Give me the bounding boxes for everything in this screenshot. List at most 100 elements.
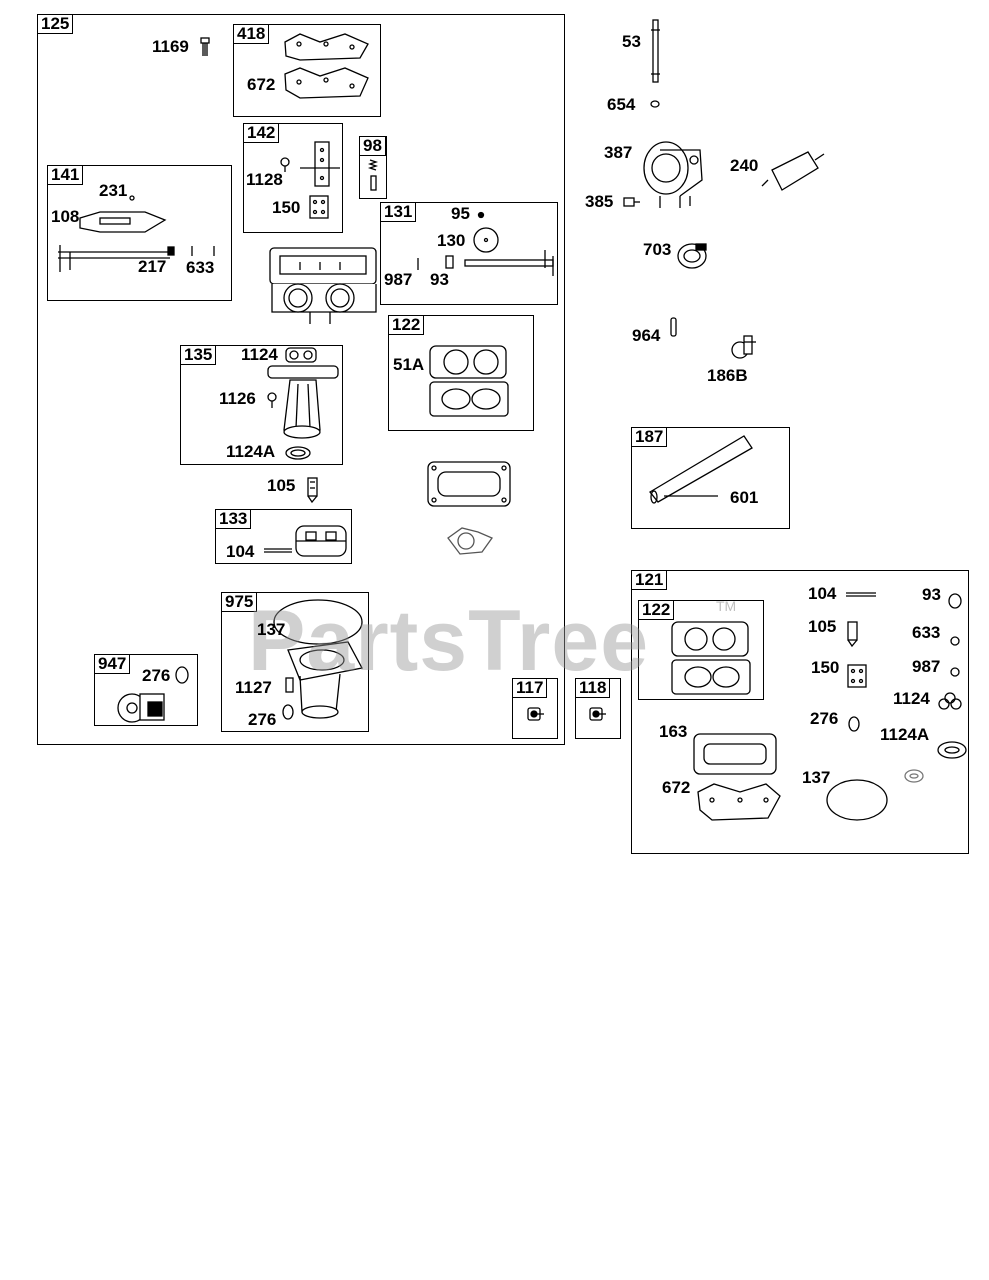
assembly-142-box: 142 [243, 123, 343, 233]
part-label: 276 [810, 709, 839, 728]
pin-964-icon [670, 317, 677, 337]
box-tag: 418 [233, 24, 270, 44]
box-tag: 947 [94, 654, 131, 674]
part-label: 1124 [241, 345, 278, 364]
box-tag: 125 [37, 14, 74, 34]
assembly-125-box: 125 [37, 14, 565, 745]
part-label: 108 [51, 207, 80, 226]
box-tag: 135 [180, 345, 217, 365]
plate-icon [427, 461, 511, 507]
part-label: 93 [922, 585, 941, 604]
part-label: 633 [912, 623, 941, 642]
assembly-133-box: 133 [215, 509, 352, 564]
gasket-672-icon [284, 67, 369, 99]
part-label: 93 [430, 270, 449, 289]
lever-141-icon [58, 195, 215, 272]
part-label: 1126 [219, 389, 256, 408]
gasket-icon [447, 527, 493, 555]
float-135-icon [267, 347, 339, 460]
part-label: 217 [138, 257, 167, 276]
part-label: 1124A [226, 442, 276, 461]
part-label: 137 [257, 620, 286, 639]
part-label: 186B [707, 366, 748, 385]
tube-187-icon [649, 435, 753, 504]
washer-icon [904, 769, 924, 783]
shaft-131-icon [417, 211, 554, 276]
ring-633-icon [950, 636, 960, 646]
gasket-672-kit-icon [697, 783, 781, 821]
clamp-703-icon [677, 243, 707, 269]
box-tag: 98 [359, 136, 386, 156]
part-label: 150 [272, 198, 301, 217]
box-tag: 133 [215, 509, 252, 529]
assembly-118-box: 118 [575, 678, 621, 739]
needle-105-icon [307, 477, 318, 504]
assembly-141-box: 141 [47, 165, 232, 301]
part-label: 105 [808, 617, 837, 636]
o-ring-137-icon [826, 779, 888, 821]
float-133-icon [264, 525, 347, 557]
part-label: 104 [808, 584, 837, 603]
valve-186b-icon [731, 335, 756, 359]
part-label: 150 [811, 658, 840, 677]
assembly-122-inner-box: 122 [638, 600, 764, 700]
part-label: 672 [247, 75, 276, 94]
box-tag: 121 [631, 570, 668, 590]
box-tag: 142 [243, 123, 280, 143]
carburetor-body-icon [269, 247, 377, 324]
part-label: 987 [912, 657, 941, 676]
gasket-122-kit-icon [671, 621, 751, 695]
box-tag: 117 [512, 678, 548, 698]
part-label: 601 [730, 488, 759, 507]
plate-150-icon [847, 664, 867, 688]
part-label: 672 [662, 778, 691, 797]
bracket-142-icon [280, 141, 340, 219]
part-label: 654 [607, 95, 636, 114]
part-label: 130 [437, 231, 466, 250]
assembly-98-box: 98 [359, 136, 387, 199]
o-ring-276-icon [848, 716, 860, 732]
part-label: 53 [622, 32, 641, 51]
tube-53-icon [651, 19, 660, 83]
box-tag: 118 [575, 678, 611, 698]
fuel-pump-387-icon [643, 141, 703, 208]
part-label: 163 [659, 722, 688, 741]
assembly-122-box: 122 [388, 315, 534, 431]
seal-1124-icon [938, 692, 962, 710]
part-label: 95 [451, 204, 470, 223]
part-label: 1124A [880, 725, 930, 744]
assembly-975-box: 975 [221, 592, 369, 732]
watermark: PartsTree [248, 593, 650, 689]
part-label: 105 [267, 476, 296, 495]
box-tag: 141 [47, 165, 84, 185]
part-label: 633 [186, 258, 215, 277]
part-label: 1169 [152, 37, 189, 56]
box-tag: 122 [638, 600, 675, 620]
bowl-975-icon [273, 599, 363, 720]
needle-105-kit-icon [847, 621, 858, 648]
part-label: 51A [393, 355, 425, 374]
screw-1169-icon [200, 37, 210, 56]
plug-118-icon [589, 707, 606, 721]
part-label: 231 [99, 181, 128, 200]
box-tag: 131 [380, 202, 417, 222]
box-tag: 975 [221, 592, 258, 612]
rod-104-icon [846, 592, 876, 597]
assembly-418-box: 418 [233, 24, 381, 117]
clamp-654-icon [650, 100, 660, 108]
assembly-187-box: 187 [631, 427, 790, 529]
part-label: 276 [142, 666, 171, 685]
part-label: 240 [730, 156, 759, 175]
assembly-131-box: 131 [380, 202, 558, 305]
washer-1124a-icon [937, 741, 967, 759]
plug-117-icon [527, 707, 544, 721]
part-label: 964 [632, 326, 661, 345]
part-label: 1128 [246, 170, 283, 189]
ring-987-icon [950, 667, 960, 677]
gasket-163-icon [693, 733, 777, 775]
nut-93-icon [948, 593, 962, 609]
assembly-117-box: 117 [512, 678, 558, 739]
part-label: 1127 [235, 678, 272, 697]
part-label: 987 [384, 270, 413, 289]
